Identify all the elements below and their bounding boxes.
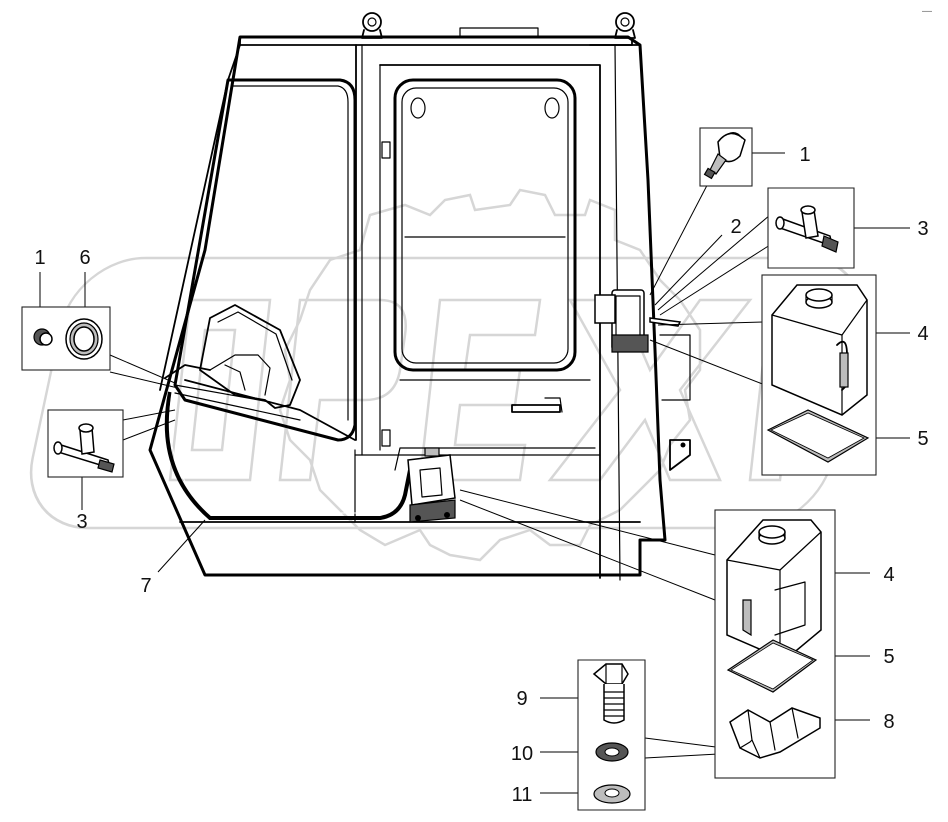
callout-10: 10 (511, 743, 533, 765)
callout-7: 7 (140, 575, 151, 597)
lifting-eye-right (614, 12, 636, 39)
callout-6: 6 (79, 247, 90, 269)
grommet-icon (21, 306, 111, 371)
hose-icon (164, 391, 412, 520)
flat-washer-icon (593, 784, 631, 804)
spring-washer-icon (595, 742, 629, 762)
tee-connector-icon (767, 187, 855, 269)
callout-3-right: 3 (917, 218, 928, 240)
tee-connector-left-icon (47, 409, 124, 478)
callout-5-bottom: 5 (883, 646, 894, 668)
nozzle-icon (699, 127, 753, 187)
callout-4-bottom: 4 (883, 564, 894, 586)
mounting-bracket-icon (729, 707, 821, 759)
rubber-pad-icon (766, 409, 870, 463)
callout-2: 2 (730, 216, 741, 238)
callout-11: 11 (512, 784, 533, 806)
callout-8: 8 (883, 711, 894, 733)
callout-9: 9 (516, 688, 527, 710)
operator-cab (148, 12, 691, 581)
instrument-pod (184, 304, 356, 441)
washer-tank-lower-mounted (407, 447, 456, 523)
hardware-box (577, 659, 646, 811)
callout-1-top: 1 (799, 144, 810, 166)
callout-numbers: 1 2 3 4 5 1 6 3 7 4 5 8 9 10 11 (34, 144, 928, 806)
callout-3-left: 3 (76, 511, 87, 533)
callout-1-left: 1 (34, 247, 45, 269)
washer-tank-upper-mounted (594, 289, 682, 353)
callout-5-top: 5 (917, 428, 928, 450)
bolt-icon (592, 663, 629, 724)
corner-mark: — (922, 6, 932, 17)
lifting-eye-left (361, 12, 383, 39)
rubber-pad-lower-icon (726, 639, 818, 693)
callout-4-top: 4 (917, 323, 928, 345)
